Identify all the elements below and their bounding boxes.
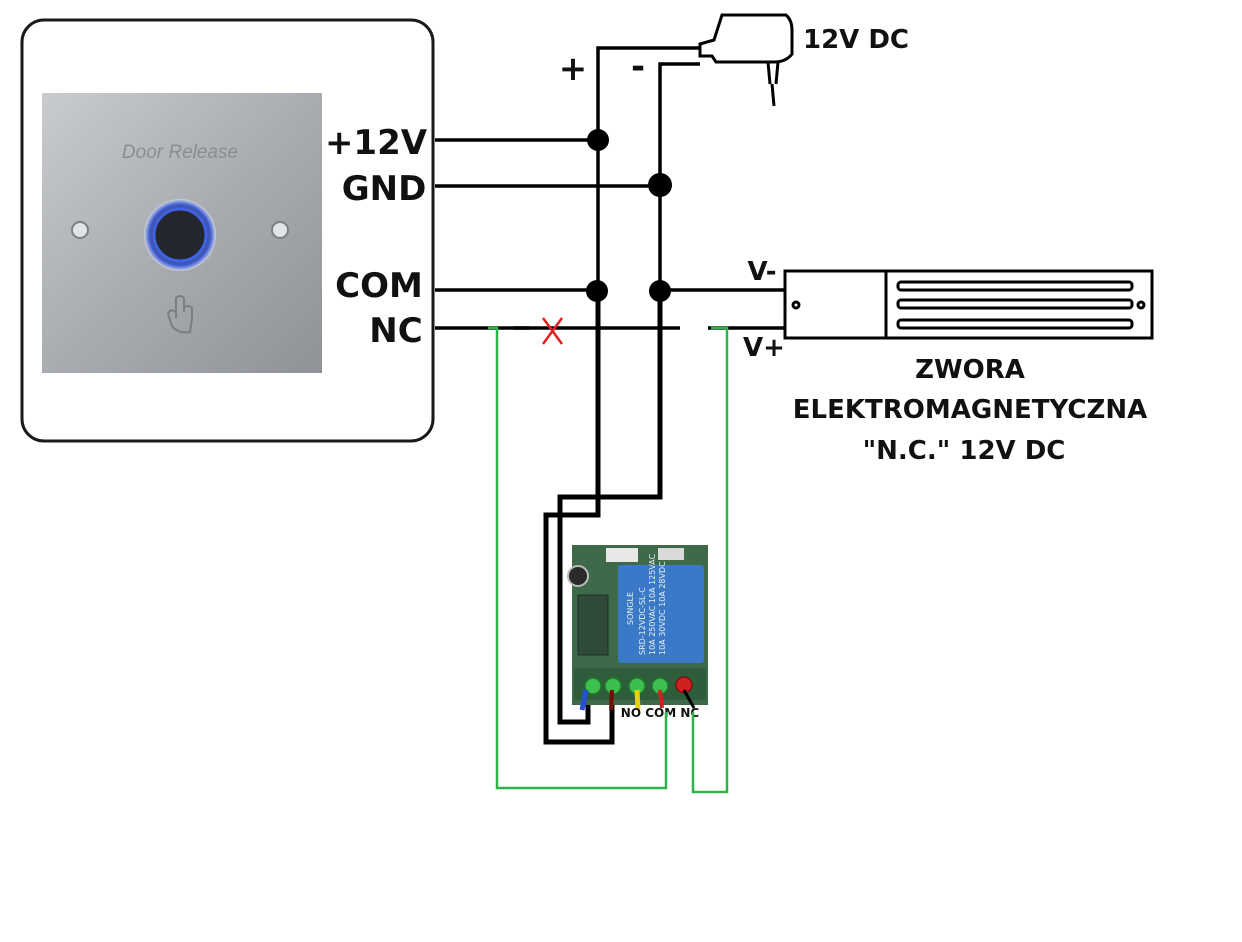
junction-dot xyxy=(649,280,671,302)
relay-text-line: SRD-12VDC-SL-C xyxy=(638,587,647,655)
wire-relay-nc-to-magnet xyxy=(691,326,729,794)
relay-text-line: 10A 250VAC 10A 125VAC xyxy=(648,553,657,655)
magnet-vminus-label: V- xyxy=(747,257,776,287)
magnet-vplus-label: V+ xyxy=(743,333,785,363)
pcb-chip xyxy=(606,548,638,562)
relay-pins-label: NO COM NC xyxy=(621,706,700,720)
wire-psu-minus xyxy=(658,62,700,186)
relay-module: SRD-12VDC-SL-C 10A 250VAC 10A 125VAC 10A… xyxy=(567,545,708,720)
junction-dot xyxy=(586,280,608,302)
junction-dot xyxy=(587,129,609,151)
door-release-panel: Door Release xyxy=(20,18,435,443)
psu-minus-sign: - xyxy=(631,47,645,87)
junction-dot xyxy=(648,173,672,197)
psu-plus-sign: + xyxy=(559,49,588,89)
relay-text-line: 10A 30VDC 10A 28VDC xyxy=(658,561,667,655)
magnet-caption-line3: "N.C." 12V DC xyxy=(863,436,1066,466)
magnet-caption-line1: ZWORA xyxy=(915,355,1025,385)
wire-psu-plus xyxy=(596,46,700,110)
black-wires xyxy=(435,46,785,330)
terminal-label-nc: NC xyxy=(369,311,422,351)
magnet-caption-line2: ELEKTROMAGNETYCZNA xyxy=(793,395,1147,425)
power-adapter-icon xyxy=(698,13,794,107)
relay-text-line: SONGLE xyxy=(626,592,635,625)
screw-icon-left xyxy=(71,221,89,239)
panel-brand-text: Door Release xyxy=(122,142,238,163)
button-led-ring xyxy=(152,207,208,263)
psu-label: 12V DC xyxy=(803,25,909,55)
junctions xyxy=(586,129,672,302)
relay-feed-wires xyxy=(543,290,663,745)
terminal-screw-icon xyxy=(584,677,602,695)
capacitor-icon xyxy=(567,565,589,587)
terminal-label-plus12v: +12V xyxy=(325,123,428,163)
wire-nc-to-relay-com xyxy=(488,326,668,790)
wire-relay-plus xyxy=(543,290,615,745)
wire-relay-minus xyxy=(557,290,663,725)
cut-mark-icon xyxy=(541,317,564,345)
electromagnetic-lock xyxy=(783,269,1154,340)
hand-icon xyxy=(166,295,193,334)
relay-block xyxy=(618,565,704,663)
terminal-label-com: COM xyxy=(335,266,423,306)
terminal-label-gnd: GND xyxy=(342,169,427,209)
green-wires xyxy=(488,326,729,794)
screw-icon-right xyxy=(271,221,289,239)
